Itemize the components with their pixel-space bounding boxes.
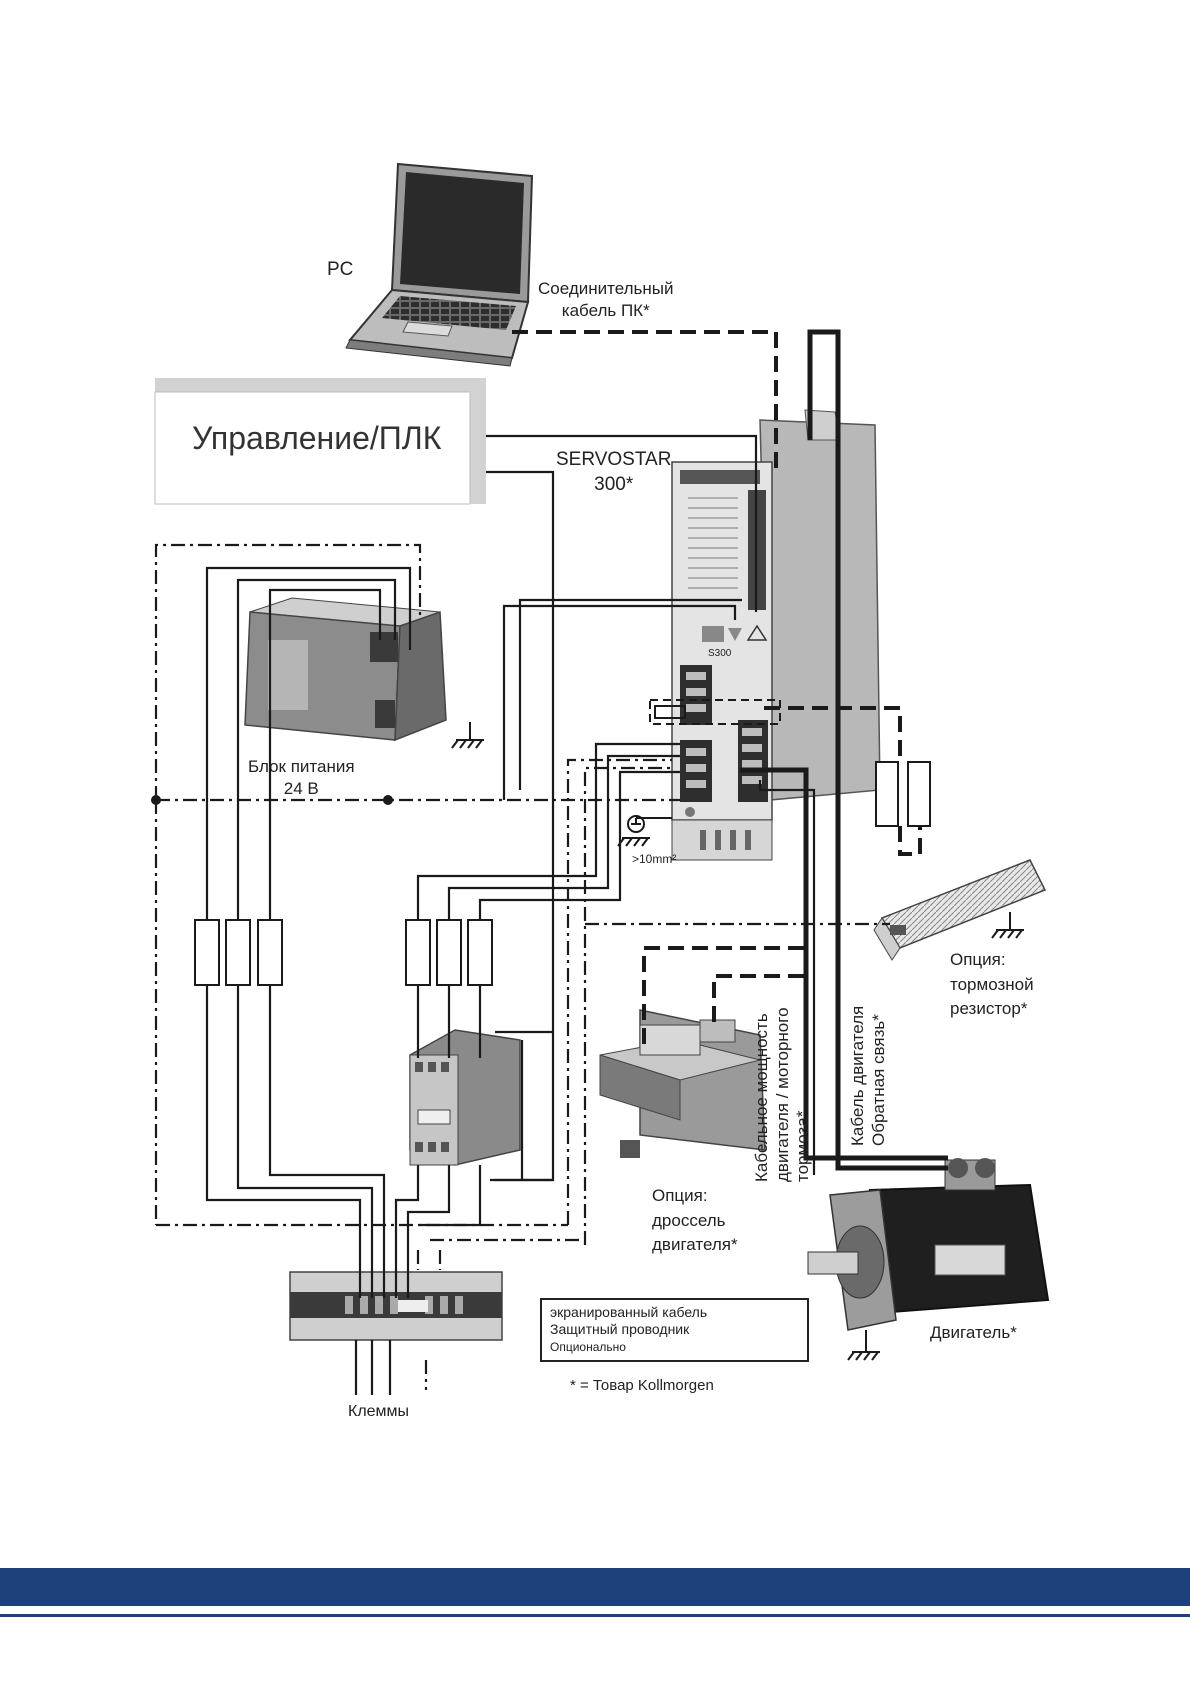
protective-conductors — [154, 543, 890, 1390]
legend-shielded: экранированный кабель — [550, 1304, 708, 1320]
plc-label: Управление/ПЛК — [192, 420, 442, 456]
legend-optional: Опционально — [550, 1340, 626, 1354]
ground-icon — [847, 1330, 880, 1361]
power-supply-label: Блок питания 24 В — [248, 756, 355, 800]
terminals-label: Клеммы — [348, 1403, 410, 1420]
servostar-drive — [671, 409, 881, 861]
terminal-block — [289, 1271, 503, 1341]
fuses-left — [194, 919, 283, 986]
power-supply-label-line2: 24 В — [283, 779, 319, 799]
motor-feedback-cable-label-line1: Кабель двигателя — [848, 1005, 867, 1146]
optional-cables — [512, 330, 922, 1052]
legend-box: экранированный кабель Защитный проводник… — [540, 1298, 809, 1362]
motor-choke — [599, 1009, 766, 1158]
power-supply-label-line1: Блок питания — [248, 757, 355, 776]
brake-resistor — [873, 859, 1047, 961]
drive-model-label: S300 — [708, 648, 732, 659]
choke-label-line2: дроссель — [652, 1210, 726, 1230]
pc-cable-label-line2: кабель ПК* — [561, 301, 650, 321]
laptop-pc — [345, 162, 534, 367]
footer-bar — [0, 1568, 1190, 1606]
power-supply-24v — [244, 597, 447, 742]
pc-cable-label-line1: Соединительный — [538, 279, 674, 298]
motor-feedback-cable-label: Кабель двигателя Обратная связь* — [848, 1006, 889, 1146]
motor-label: Двигатель* — [930, 1323, 1017, 1342]
pc-label: PC — [327, 259, 354, 280]
brake-resistor-label-line1: Опция: — [950, 950, 1006, 969]
brake-resistor-label-line2: тормозной — [950, 974, 1034, 994]
servo-motor — [807, 1158, 1050, 1331]
choke-label-line1: Опция: — [652, 1186, 708, 1205]
footnote: * = Товар Kollmorgen — [570, 1377, 714, 1394]
fuses-right — [405, 919, 493, 986]
ground-spec-label: >10mm² — [632, 852, 677, 866]
shielded-cables — [740, 329, 948, 1171]
pc-cable-label: Соединительный кабель ПК* — [538, 278, 673, 322]
motor-feedback-cable-label-line2: Обратная связь* — [868, 1014, 888, 1146]
brake-resistor-label-line3: резистор* — [950, 999, 1028, 1019]
ground-icon — [991, 912, 1024, 939]
motor-power-cable-label-line3: тормоза* — [793, 1110, 813, 1182]
ground-icon — [617, 815, 650, 847]
plc-frame — [154, 378, 486, 505]
junction-dots — [151, 795, 393, 805]
legend-protective: Защитный проводник — [550, 1321, 690, 1337]
footer-line — [0, 1614, 1190, 1617]
servostar-label-line1: SERVOSTAR — [556, 449, 672, 470]
motor-power-cable-label-line1: Кабельное мощность — [752, 1013, 771, 1182]
motor-power-cable-label-line2: двигателя / моторного — [772, 1007, 792, 1182]
fuses-brake — [875, 761, 931, 827]
brake-resistor-label: Опция: тормозной резистор* — [950, 948, 1034, 1022]
choke-label: Опция: дроссель двигателя* — [652, 1184, 738, 1258]
choke-label-line3: двигателя* — [652, 1235, 738, 1255]
servostar-label-line2: 300* — [594, 473, 634, 495]
control-wires — [205, 434, 816, 1395]
ground-icon — [451, 722, 484, 749]
contactor — [409, 1029, 521, 1166]
motor-power-cable-label: Кабельное мощность двигателя / моторного… — [752, 1007, 814, 1182]
servostar-label: SERVOSTAR 300* — [556, 448, 671, 497]
ground-symbols — [451, 722, 1024, 1361]
